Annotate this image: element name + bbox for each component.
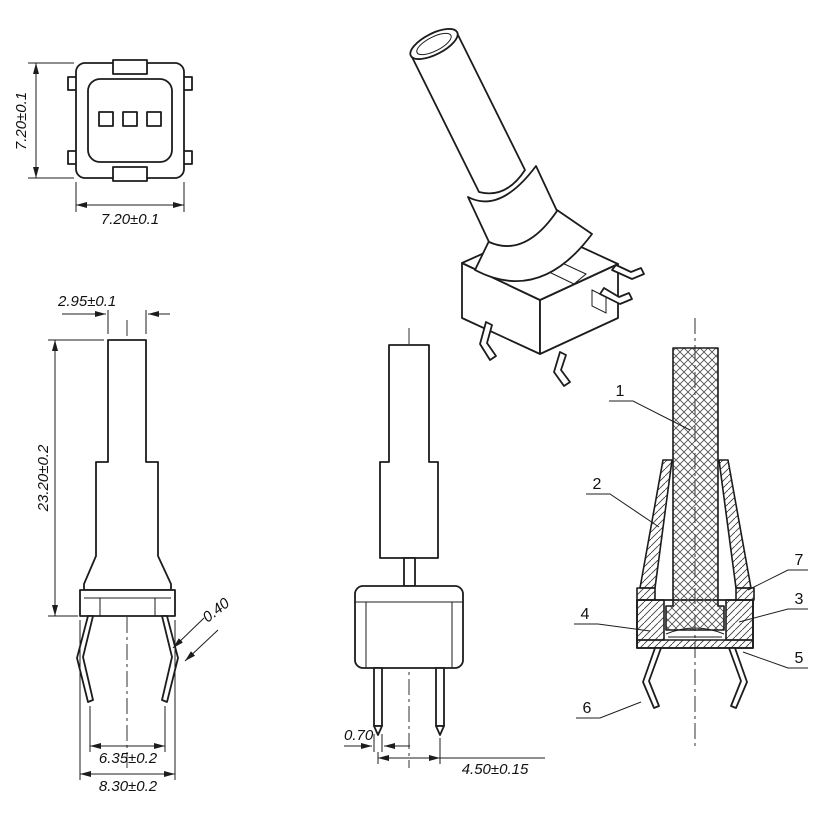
solder-leg xyxy=(611,264,645,280)
pin-tip xyxy=(435,725,445,736)
part-callouts: 1 2 7 4 3 5 6 xyxy=(574,383,808,719)
plunger-top-cap xyxy=(409,28,459,60)
plunger-section xyxy=(665,347,725,631)
leader-line xyxy=(747,569,808,591)
leader-line xyxy=(586,493,660,528)
stem-tab xyxy=(403,557,416,587)
top-view: 7.20±0.1 7.20±0.1 xyxy=(13,59,193,228)
dimension-label: 7.20±0.1 xyxy=(101,211,159,228)
top-view-width-dimension: 7.20±0.1 xyxy=(75,182,185,228)
part-number: 3 xyxy=(795,591,804,608)
solder-pin xyxy=(435,667,445,727)
body-width-dimension: 8.30±0.2 xyxy=(79,620,176,795)
dimension-label: 0.40 xyxy=(199,594,233,626)
top-tab xyxy=(112,59,148,75)
section-view: 1 2 7 4 3 5 6 xyxy=(574,318,808,748)
plunger-outline xyxy=(379,344,439,559)
leader-line xyxy=(738,608,808,623)
dimension-label: 4.50±0.15 xyxy=(462,761,529,778)
plunger-width-dimension: 2.95±0.1 xyxy=(57,293,170,334)
solder-leg xyxy=(161,615,179,703)
leader-line xyxy=(574,623,651,632)
total-height-dimension: 23.20±0.2 xyxy=(35,339,104,617)
dimension-label: 6.35±0.2 xyxy=(99,750,158,767)
plunger-top-rim xyxy=(416,32,452,56)
solder-leg xyxy=(642,647,662,709)
pin-thickness-dimension: 0.40 xyxy=(172,594,233,662)
solder-leg xyxy=(553,351,571,387)
solder-leg xyxy=(76,615,94,703)
top-view-height-dimension: 7.20±0.1 xyxy=(13,62,74,179)
plunger-and-boot-outline xyxy=(83,339,172,591)
inner-outline xyxy=(87,78,173,163)
contact-window xyxy=(122,111,138,127)
contact-window xyxy=(98,111,114,127)
dimension-label: 23.20±0.2 xyxy=(35,444,52,512)
part-number: 1 xyxy=(616,383,625,400)
base-left-block xyxy=(636,599,665,641)
base-bottom-plate xyxy=(636,639,754,649)
switch-body-outline xyxy=(75,62,185,179)
leader-arrow xyxy=(184,629,219,662)
boot-right-flange xyxy=(735,587,755,601)
leader-line xyxy=(576,701,642,719)
part-number: 2 xyxy=(593,476,602,493)
leader-line xyxy=(742,651,808,669)
boot-collar xyxy=(467,165,558,247)
pin-tip xyxy=(373,725,383,736)
part-number: 6 xyxy=(583,700,592,717)
part-number: 5 xyxy=(795,650,804,667)
switch-body xyxy=(354,585,464,669)
part-number: 4 xyxy=(581,606,590,623)
dimension-label: 7.20±0.1 xyxy=(13,92,30,150)
solder-pin xyxy=(373,667,383,727)
front-view: 2.95±0.1 23.20±0.2 0.40 6.35±0.2 8.30±0 xyxy=(35,293,233,795)
pin-span-dimension: 6.35±0.2 xyxy=(89,706,166,767)
base-right-block xyxy=(725,599,754,641)
pin-pitch-dimension: 4.50±0.15 xyxy=(377,738,545,778)
contact-window xyxy=(146,111,162,127)
solder-leg xyxy=(479,321,497,361)
switch-body xyxy=(79,589,176,617)
solder-leg xyxy=(599,287,633,305)
leader-line xyxy=(609,400,691,431)
dimension-label: 0.70 xyxy=(344,727,374,744)
pin-width-dimension: 0.70 xyxy=(344,727,410,752)
bottom-tab xyxy=(112,166,148,182)
side-view: 0.70 4.50±0.15 xyxy=(344,328,545,778)
boot-left-wall xyxy=(639,459,673,589)
leader-arrow xyxy=(172,617,205,649)
dimension-label: 2.95±0.1 xyxy=(57,293,116,310)
dimension-label: 8.30±0.2 xyxy=(99,778,158,795)
boot-right-wall xyxy=(718,459,752,589)
boot-left-flange xyxy=(636,587,656,601)
solder-leg xyxy=(728,647,748,709)
part-number: 7 xyxy=(795,552,804,569)
isometric-view xyxy=(409,28,645,387)
